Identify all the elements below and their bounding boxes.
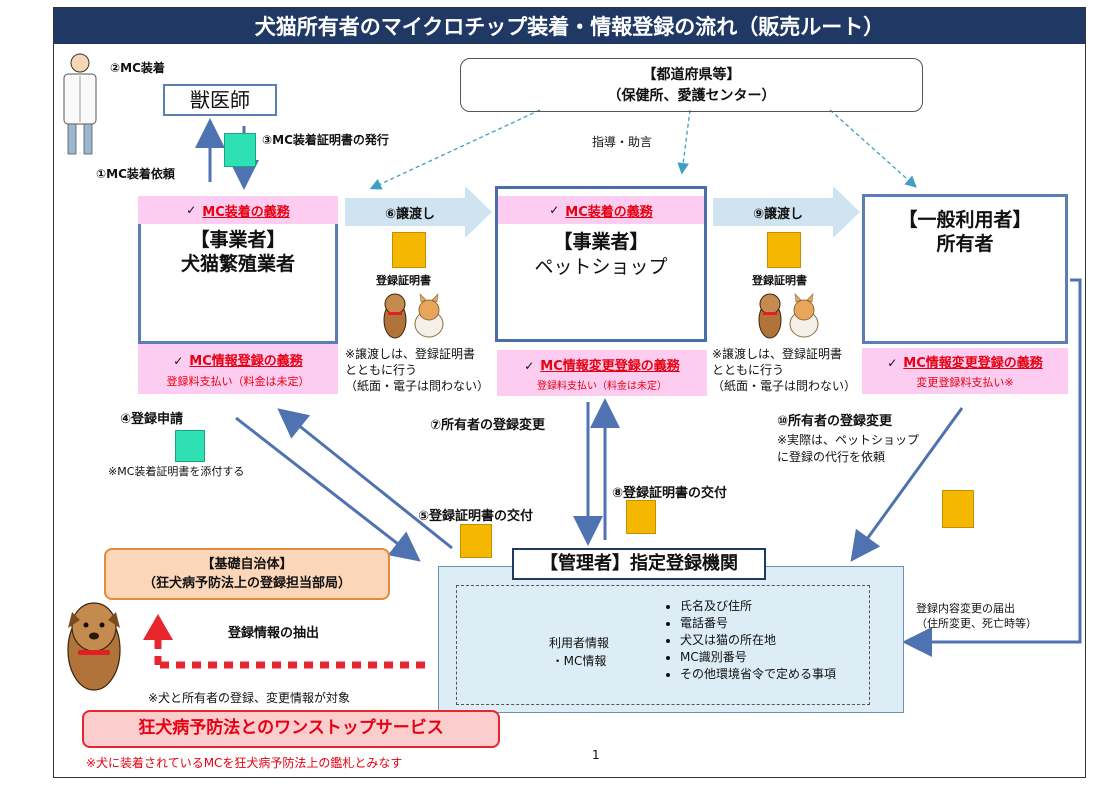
owner-duty-bottom: ✓MC情報変更登録の義務 変更登録料支払い※ (862, 348, 1068, 394)
petshop-duty-top-text: MC装着の義務 (565, 204, 653, 220)
slide-frame (53, 7, 1086, 778)
arrow-guidance-user (829, 109, 917, 188)
onestop-service-box: 狂犬病予防法とのワンストップサービス (82, 710, 500, 748)
arrow-owner-change-user (850, 407, 964, 562)
breeder-duty-top-text: MC装着の義務 (202, 204, 290, 220)
owner-title-line1: 【一般利用者】 (898, 209, 1032, 231)
petshop-title: 【事業者】 ペットショップ (495, 230, 707, 280)
prefecture-line2: （保健所、愛護センター） (607, 88, 776, 104)
registry-inner-dashed (456, 585, 870, 705)
transfer9-dog-cat-icon (758, 293, 819, 339)
breeder-duty-bottom: ✓MC情報登録の義務 登録料支払い（料金は未定） (138, 344, 338, 394)
mc-certificate-icon-attach (175, 430, 205, 462)
registry-item-list: 氏名及び住所 電話番号 犬又は猫の所在地 MC識別番号 その他環境省令で定める事… (662, 598, 836, 683)
owner-fee: 変更登録料支払い※ (916, 376, 1014, 389)
step8-label: ⑧登録証明書の交付 (612, 486, 728, 501)
step10-label: ⑩所有者の登録変更 (777, 414, 893, 429)
petshop-duty-top: ✓MC装着の義務 (498, 196, 704, 224)
registration-cert-icon-8 (626, 500, 656, 534)
large-dog-icon (67, 602, 121, 691)
step5-label: ⑤登録証明書の交付 (418, 509, 534, 524)
guidance-label: 指導・助言 (592, 135, 653, 149)
transfer9-note: ※譲渡しは、登録証明書 とともに行う （紙面・電子は問わない） (712, 347, 857, 393)
petshop-duty-bottom: ✓MC情報変更登録の義務 登録料支払い（料金は未定） (497, 350, 707, 396)
municipality-box: 【基礎自治体】 （狂犬病予防法上の登録担当部局） (104, 548, 390, 600)
transfer6-label: ⑥譲渡し (384, 206, 435, 222)
transfer9-label: ⑨譲渡し (752, 206, 803, 222)
petshop-duty-bottom-text: MC情報変更登録の義務 (540, 358, 680, 374)
registry-panel (438, 566, 904, 713)
registry-title: 【管理者】指定登録機関 (512, 548, 766, 580)
list-item: 氏名及び住所 (680, 598, 836, 615)
step4-label: ④登録申請 (120, 412, 184, 427)
check-icon: ✓ (186, 203, 197, 217)
petshop-title-line2: ペットショップ (534, 256, 668, 278)
municipality-line1: 【基礎自治体】 (201, 557, 293, 572)
list-item: その他環境省令で定める事項 (680, 666, 836, 683)
transfer6-dog-cat-icon (383, 293, 444, 339)
breeder-title-line2: 犬猫繁殖業者 (180, 253, 295, 275)
page-number: 1 (592, 748, 600, 762)
step4-note: ※MC装着証明書を添付する (108, 465, 245, 478)
arrow-guidance-shop (677, 109, 691, 175)
owner-title: 【一般利用者】 所有者 (862, 208, 1068, 256)
registration-cert-icon-9 (767, 232, 801, 268)
arrow-register-request (235, 416, 421, 562)
registration-cert-icon-10 (942, 490, 974, 528)
mc-certificate-icon (224, 133, 256, 167)
step1-label: ①MC装着依頼 (96, 167, 175, 181)
registration-cert-icon-5 (460, 524, 492, 558)
extract-note: ※犬と所有者の登録、変更情報が対象 (148, 691, 351, 705)
list-item: 電話番号 (680, 615, 836, 632)
prefecture-line1: 【都道府県等】 (642, 67, 741, 83)
arrow-guidance-breeder (369, 109, 541, 190)
change-notice: 登録内容変更の届出 （住所変更、死亡時等） (916, 602, 1037, 630)
arrow-cert-issue-breeder (277, 408, 453, 550)
owner-title-line2: 所有者 (936, 233, 994, 255)
step10-note: ※実際は、ペットショップ に登録の代行を依頼 (777, 433, 920, 464)
vet-box: 獣医師 (163, 84, 277, 116)
extract-label: 登録情報の抽出 (228, 626, 320, 641)
onestop-note: ※犬に装着されているMCを狂犬病予防法上の鑑札とみなす (86, 756, 403, 770)
step3-label: ③MC装着証明書の発行 (262, 133, 389, 147)
arrow-change-notice (902, 278, 1082, 657)
registration-cert-icon-6 (392, 232, 426, 268)
breeder-title: 【事業者】 犬猫繁殖業者 (138, 228, 338, 276)
cert-label-9: 登録証明書 (752, 274, 807, 287)
arrow-transfer-6 (345, 186, 492, 238)
municipality-line2: （狂犬病予防法上の登録担当部局） (142, 576, 351, 591)
list-item: MC識別番号 (680, 649, 836, 666)
breeder-fee: 登録料支払い（料金は未定） (166, 374, 310, 388)
arrow-transfer-9 (713, 186, 860, 238)
vet-figure-icon (63, 53, 97, 155)
cert-label-6: 登録証明書 (376, 274, 431, 287)
database-label: 利用者情報 ・MC情報 (548, 636, 609, 668)
transfer6-note: ※譲渡しは、登録証明書 とともに行う （紙面・電子は問わない） (345, 347, 490, 393)
owner-box (862, 194, 1068, 344)
owner-duty-bottom-text: MC情報変更登録の義務 (903, 356, 1043, 371)
prefecture-box: 【都道府県等】 （保健所、愛護センター） (460, 58, 923, 112)
petshop-title-line1: 【事業者】 (553, 231, 649, 253)
breeder-title-line1: 【事業者】 (190, 229, 286, 251)
page-title: 犬猫所有者のマイクロチップ装着・情報登録の流れ（販売ルート） (54, 8, 1085, 44)
arrow-extract-head (143, 614, 173, 640)
list-item: 犬又は猫の所在地 (680, 632, 836, 649)
step2-label: ②MC装着 (110, 61, 165, 75)
petshop-fee: 登録料支払い（料金は未定） (537, 380, 667, 392)
step7-label: ⑦所有者の登録変更 (430, 418, 546, 433)
breeder-duty-bottom-text: MC情報登録の義務 (189, 353, 303, 369)
breeder-duty-top: ✓ MC装着の義務 (138, 196, 338, 224)
